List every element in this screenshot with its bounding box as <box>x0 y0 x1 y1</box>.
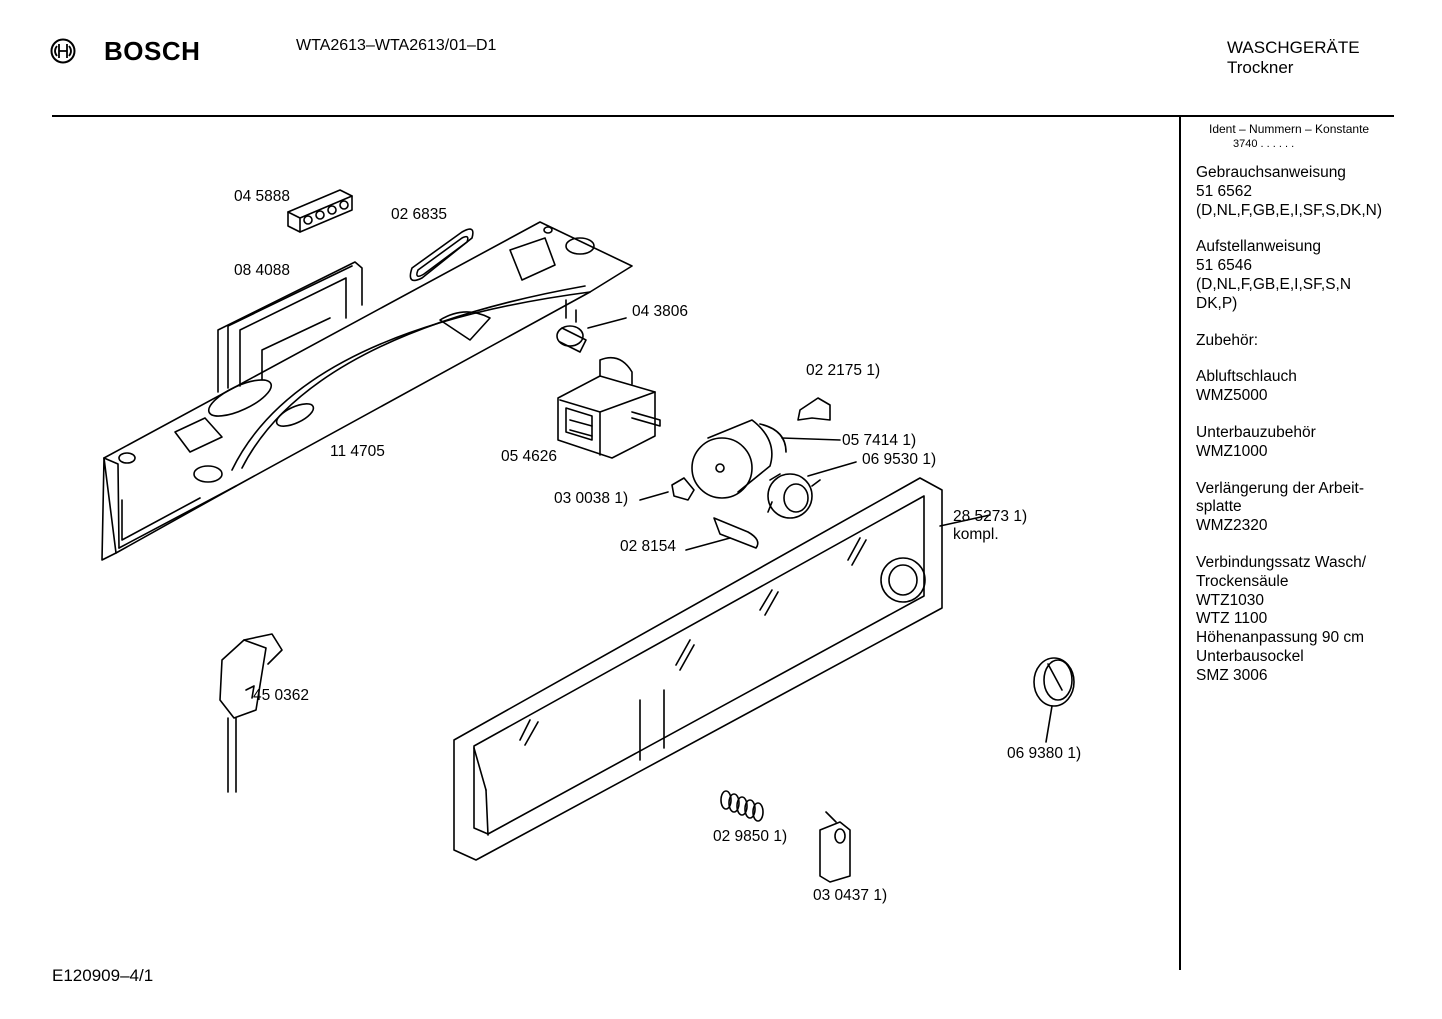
gear-knob-057414-drawing <box>691 419 841 499</box>
part-label-285273-kompl: kompl. <box>953 526 999 543</box>
lamp-028154-drawing <box>685 517 759 551</box>
sidebar-divider <box>1179 117 1181 970</box>
sidebar-line: Verbindungssatz Wasch/ <box>1196 553 1367 571</box>
switch-030038-drawing <box>639 477 695 501</box>
category-title: WASCHGERÄTE <box>1227 38 1360 57</box>
header-divider <box>52 115 1394 117</box>
sidebar-line: DK,P) <box>1196 294 1238 312</box>
capacitor-043806-drawing <box>556 299 627 353</box>
sidebar-line: WTZ1030 <box>1196 591 1265 609</box>
part-label-043806: 04 3806 <box>632 303 689 320</box>
ident-value: 3740 . . . . . . <box>1233 138 1295 150</box>
sidebar-line: WMZ5000 <box>1196 387 1268 405</box>
sidebar-line: Zubehör: <box>1196 331 1259 349</box>
power-plug-450362-drawing <box>219 633 283 793</box>
sidebar-line: splatte <box>1196 498 1242 516</box>
bosch-logo-icon <box>50 38 76 64</box>
part-label-084088: 08 4088 <box>234 262 291 279</box>
terminal-block-045888-drawing <box>287 189 353 233</box>
sidebar-line: Höhenanpassung 90 cm <box>1196 629 1365 647</box>
spring-029850-drawing <box>720 790 764 822</box>
bracket-114705-drawing <box>101 221 633 561</box>
gasket-026835-drawing <box>409 228 474 282</box>
part-label-045888: 04 5888 <box>234 188 291 205</box>
sidebar-line: Trockensäule <box>1196 572 1289 590</box>
part-label-057414: 05 7414 1) <box>842 432 917 449</box>
part-label-028154: 02 8154 <box>620 538 677 555</box>
sidebar-line: Unterbausockel <box>1196 647 1304 665</box>
sidebar-line: SMZ 3006 <box>1196 666 1268 684</box>
sidebar-line: Verlängerung der Arbeit- <box>1196 479 1365 497</box>
sidebar-line: (D,NL,F,GB,E,I,SF,S,N <box>1196 275 1352 293</box>
bracket-022175-drawing <box>797 397 831 421</box>
exploded-parts-diagram <box>101 189 1075 883</box>
part-label-069380: 06 9380 1) <box>1007 745 1082 762</box>
part-label-030437: 03 0437 1) <box>813 887 888 904</box>
part-label-069530: 06 9530 1) <box>862 451 937 468</box>
sidebar-line: Aufstellanweisung <box>1196 238 1321 256</box>
part-label-285273: 28 5273 1) <box>953 508 1028 525</box>
drawing-code: E120909–4/1 <box>52 966 154 985</box>
subcategory-title: Trockner <box>1227 58 1294 77</box>
part-label-030038: 03 0038 1) <box>554 490 629 507</box>
part-label-114705: 11 4705 <box>330 443 385 460</box>
part-label-022175: 02 2175 1) <box>806 362 881 379</box>
part-label-026835: 02 6835 <box>391 206 448 223</box>
gear-069530-drawing <box>767 461 857 519</box>
sidebar-line: Unterbauzubehör <box>1196 423 1316 441</box>
front-panel-285273-drawing <box>453 477 991 861</box>
latch-030437-drawing <box>819 811 851 883</box>
part-label-450362: 45 0362 <box>253 687 310 704</box>
model-number: WTA2613–WTA2613/01–D1 <box>296 37 497 54</box>
sidebar-line: WTZ 1100 <box>1196 610 1268 628</box>
part-label-029850: 02 9850 1) <box>713 828 788 845</box>
sidebar-line: 51 6546 <box>1196 257 1253 275</box>
sidebar-line: WMZ1000 <box>1196 442 1268 460</box>
knob-069380-drawing <box>1033 657 1075 743</box>
ident-title: Ident – Nummern – Konstante <box>1209 122 1370 136</box>
sidebar-line: 51 6562 <box>1196 182 1253 200</box>
brand-logo-text: BOSCH <box>104 36 201 66</box>
sidebar-block: Zubehör: <box>1196 332 1436 351</box>
timer-054626-drawing <box>557 356 661 459</box>
part-label-054626: 05 4626 <box>501 448 558 465</box>
sidebar-line: Abluftschlauch <box>1196 368 1297 386</box>
sidebar-line: Gebrauchsanweisung <box>1196 164 1346 181</box>
sidebar-line: WMZ2320 <box>1196 517 1268 535</box>
sidebar-line: (D,NL,F,GB,E,I,SF,S,DK,N) <box>1196 201 1383 219</box>
